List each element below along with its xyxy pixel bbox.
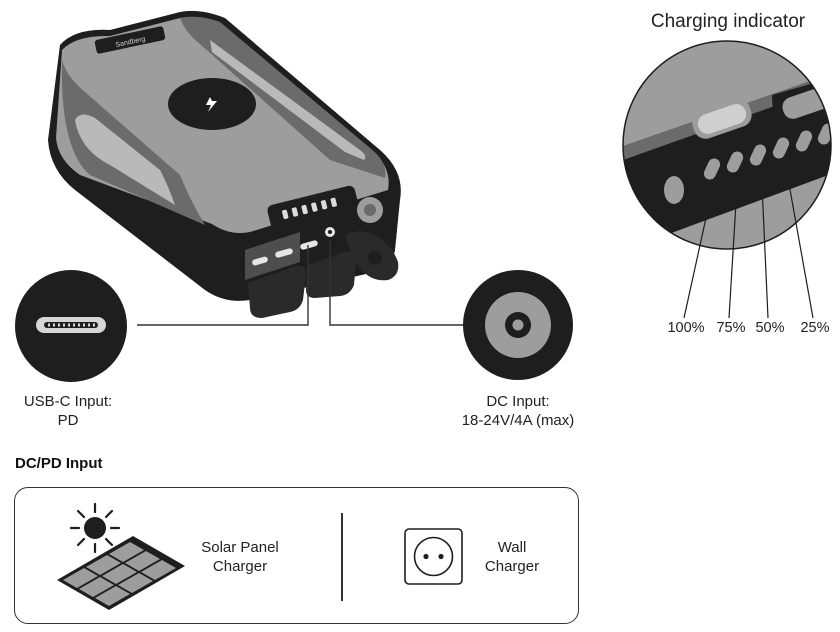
solar-panel-icon: [57, 502, 185, 610]
port-panel: [235, 185, 399, 318]
solar-label-line2: Charger: [212, 558, 268, 575]
usbc-port-icon: [15, 270, 127, 382]
leader-75: [728, 169, 739, 319]
wall-label-line2: Charger: [484, 558, 540, 575]
usbc-label-line1: USB-C Input:: [23, 393, 113, 410]
connector-lines: [137, 240, 463, 326]
dc-label: DC Input: 18-24V/4A (max): [440, 392, 596, 430]
input-options-box: [14, 487, 579, 624]
solar-label-line1: Solar Panel: [201, 539, 279, 556]
charging-indicator-title: Charging indicator: [650, 11, 806, 32]
charging-indicator-zoom: [622, 40, 832, 319]
level-100-label: 100%: [667, 320, 705, 336]
wall-label-line1: Wall: [497, 539, 527, 556]
solar-charger-label: Solar Panel Charger: [190, 538, 290, 576]
dc-label-line2: 18-24V/4A (max): [461, 412, 575, 429]
leader-100: [683, 176, 716, 319]
leader-25: [783, 155, 814, 319]
level-75-label: 75%: [716, 320, 746, 336]
wall-charger-label: Wall Charger: [474, 538, 550, 576]
lightning-icon: [206, 97, 217, 112]
input-options-divider: [341, 513, 343, 601]
level-50-label: 50%: [755, 320, 785, 336]
dc-label-line1: DC Input:: [486, 393, 550, 410]
leader-50: [760, 162, 769, 319]
dc-port-icon: [463, 270, 573, 380]
level-25-label: 25%: [800, 320, 830, 336]
power-bank-illustration: Sandberg: [48, 10, 401, 318]
wall-socket-icon: [404, 528, 463, 585]
usbc-label: USB-C Input: PD: [8, 392, 128, 430]
dc-leader-line: [329, 240, 463, 326]
input-section-title: DC/PD Input: [15, 455, 103, 472]
sun-icon: [69, 502, 121, 554]
usbc-leader-line: [137, 245, 309, 326]
usbc-label-line2: PD: [57, 412, 79, 429]
